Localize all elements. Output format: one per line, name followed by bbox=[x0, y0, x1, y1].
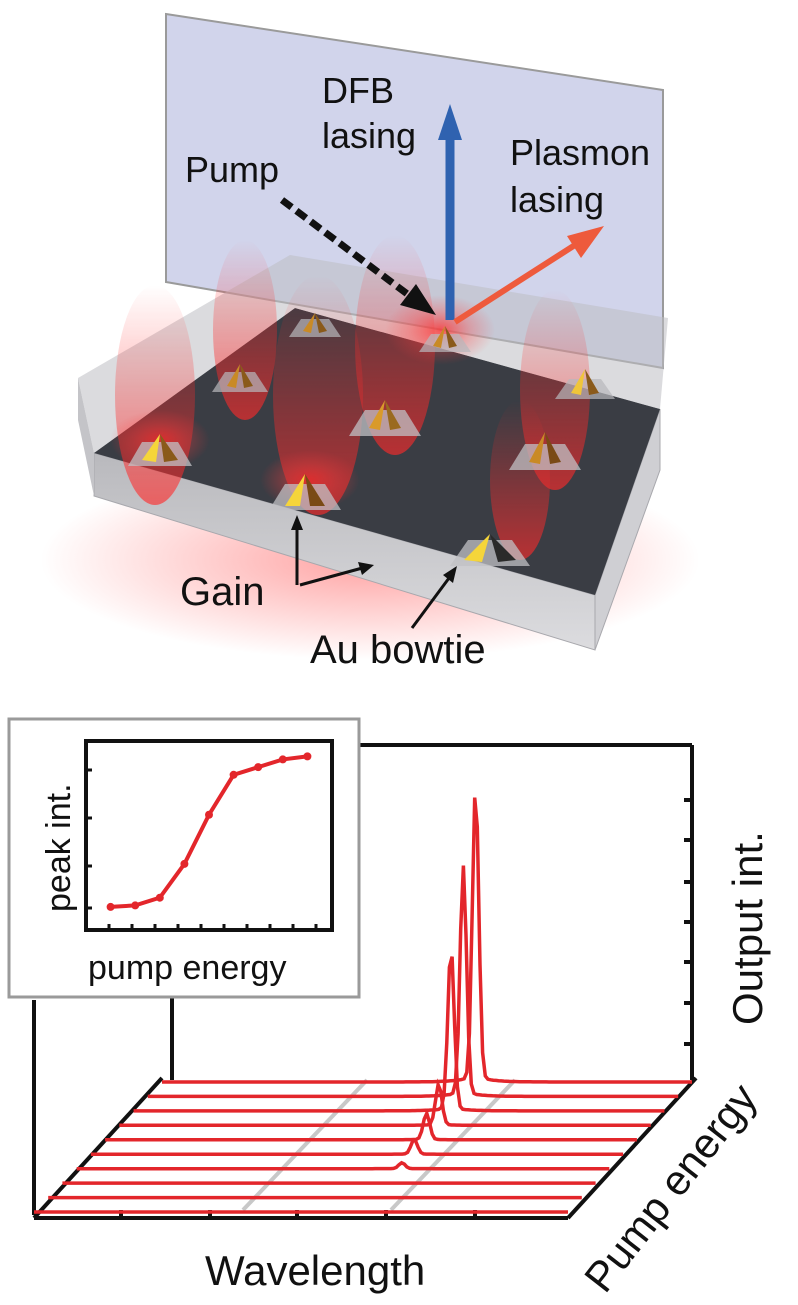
bowtie-cell bbox=[289, 313, 341, 337]
bowtie-cell bbox=[419, 326, 471, 352]
bowtie-cell bbox=[349, 400, 421, 436]
inset-point bbox=[254, 763, 263, 772]
z-axis-label: Output int. bbox=[724, 831, 771, 1025]
bowtie-cell bbox=[555, 369, 615, 399]
inset-point bbox=[278, 755, 287, 764]
left-depth-edge bbox=[32, 1076, 164, 1220]
glow-beam bbox=[115, 285, 195, 505]
slab-left-face bbox=[78, 378, 94, 496]
spectrum-trace bbox=[119, 1078, 651, 1128]
inset-x-ticks bbox=[107, 924, 318, 930]
bowtie-cell bbox=[450, 534, 530, 566]
spectrum-trace bbox=[105, 1108, 637, 1142]
plasmon-arrow bbox=[453, 226, 604, 325]
depth-axis bbox=[566, 1076, 698, 1220]
inset-frame bbox=[7, 717, 361, 999]
gain-pointer-arrows bbox=[291, 515, 374, 587]
inset-point bbox=[303, 752, 312, 761]
spectrum-trace bbox=[90, 1138, 624, 1156]
bowtie-cell bbox=[212, 364, 268, 392]
dfb-label-line1: DFB bbox=[322, 70, 394, 111]
inset-point bbox=[229, 770, 238, 779]
schematic: DFB lasing Plasmon lasing Pump Gain Au b… bbox=[40, 12, 700, 672]
inset-point bbox=[205, 810, 213, 819]
pump-label: Pump bbox=[185, 149, 279, 190]
glow-beam bbox=[213, 240, 277, 420]
dfb-label-line2: lasing bbox=[322, 115, 416, 156]
inset-curve bbox=[106, 752, 312, 911]
plasmon-label-line2: lasing bbox=[510, 179, 604, 220]
gain-label: Gain bbox=[180, 570, 265, 614]
inset-point bbox=[155, 893, 164, 902]
dfb-arrow bbox=[438, 104, 462, 320]
spectrum-trace bbox=[147, 865, 679, 1099]
spectrum-trace bbox=[162, 797, 692, 1084]
bowtie-label: Au bowtie bbox=[310, 628, 486, 672]
inset-point bbox=[131, 901, 140, 910]
spectra-plot: Wavelength Pump energy Output int. pump … bbox=[7, 717, 771, 1301]
spectra-traces bbox=[34, 797, 692, 1214]
plasmon-label-line1: Plasmon bbox=[510, 132, 650, 173]
inset-axes-box bbox=[84, 739, 334, 932]
bowtie-array bbox=[128, 313, 615, 566]
x-axis-label: Wavelength bbox=[205, 1247, 425, 1294]
bowtie-cell bbox=[509, 432, 581, 470]
inset-y-label: peak int. bbox=[40, 783, 78, 912]
floor-grid bbox=[241, 1078, 517, 1212]
inset-plot: pump energy peak int. bbox=[7, 717, 361, 999]
inset-point bbox=[180, 859, 189, 868]
z-axis-ticks bbox=[684, 798, 692, 1046]
bowtie-pointer-arrow bbox=[410, 566, 457, 629]
glow-beam bbox=[490, 400, 550, 560]
inset-point bbox=[106, 902, 115, 911]
pump-arrow bbox=[279, 197, 436, 315]
inset-x-label: pump energy bbox=[88, 949, 286, 987]
spectrum-trace bbox=[76, 1160, 610, 1171]
bowtie-cell bbox=[128, 434, 192, 466]
inset-y-ticks bbox=[86, 768, 92, 910]
spectrum-trace bbox=[133, 956, 665, 1113]
bowtie-cell bbox=[269, 474, 341, 510]
